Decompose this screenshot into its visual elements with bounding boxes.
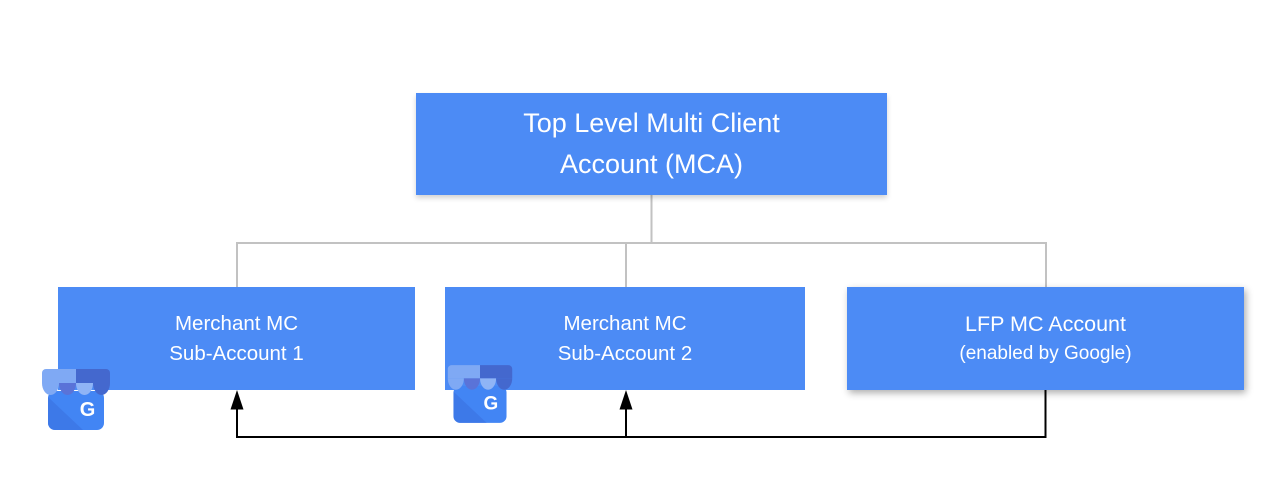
feed-flow-arrowheads [230,390,633,410]
arrowhead-up-icon [619,390,633,410]
node-label-line: Merchant MC [174,311,299,335]
node-top-level-mca: Top Level Multi Client Account (MCA) [416,93,887,195]
node-label-line: Sub-Account 1 [169,341,304,365]
google-business-profile-icon [42,369,110,430]
tree-connector [236,195,1047,288]
feed-flow-connector [236,390,1047,438]
node-merchant-sub-account-2: Merchant MC Sub-Account 2 [445,287,805,390]
node-lfp-mc-account: LFP MC Account (enabled by Google) [847,287,1244,390]
node-label-line: LFP MC Account [965,311,1126,336]
arrowhead-up-icon [230,390,244,410]
node-label-line: Merchant MC [563,311,687,335]
node-merchant-sub-account-1: Merchant MC Sub-Account 1 [58,287,415,390]
node-label-line: Account (MCA) [559,149,744,179]
node-label-line: Top Level Multi Client [523,108,780,138]
node-label-line: Sub-Account 2 [557,341,693,365]
google-business-profile-icon [447,365,513,423]
node-label-line: (enabled by Google) [959,342,1132,364]
